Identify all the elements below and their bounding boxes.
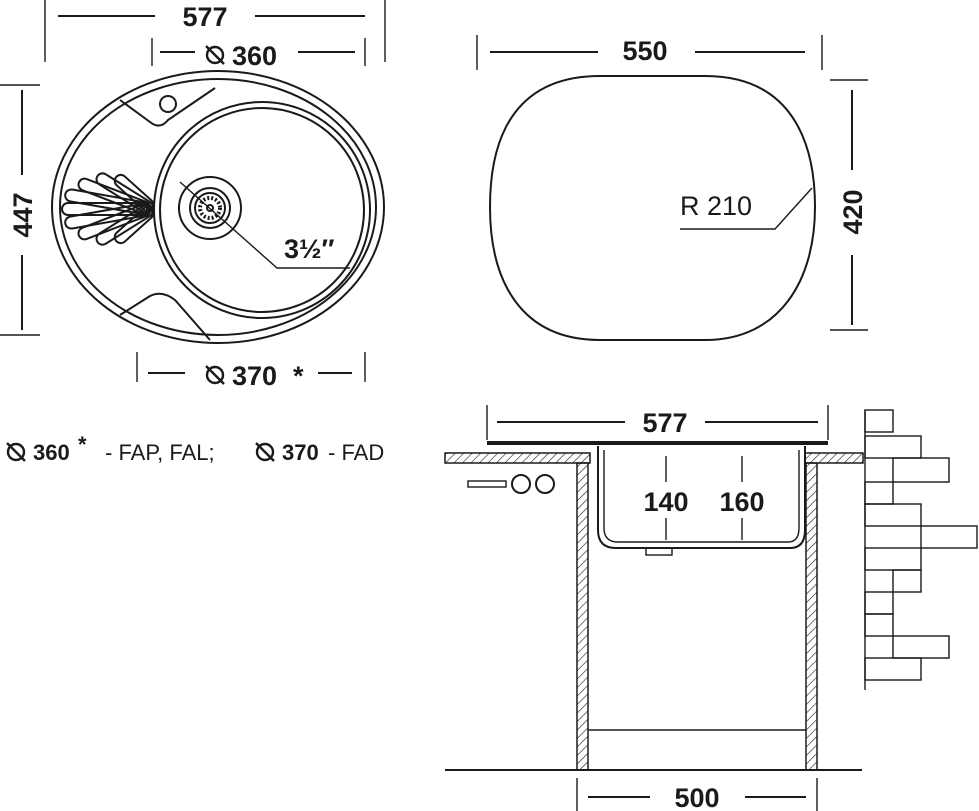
cabinet-wall-right — [805, 462, 818, 771]
side-width-label: 577 — [642, 408, 687, 438]
countertop — [444, 452, 591, 464]
bowl-diameter-dimension: 360 — [151, 38, 366, 71]
radius-label: R 210 — [680, 191, 752, 221]
diameter-icon — [204, 364, 226, 386]
bowl-diameter-label: 360 — [232, 41, 277, 71]
drain-icon — [178, 176, 242, 240]
note-d2-models: - FAD — [328, 440, 384, 465]
cabinet-wall-left — [576, 462, 589, 771]
diameter-icon — [204, 44, 226, 66]
drainboard-ribs — [61, 172, 155, 246]
height-dimension: 447 — [0, 84, 40, 336]
drain-size-label: 3½″ — [284, 234, 335, 264]
width-dimension: 577 — [44, 0, 386, 62]
socket-outlet-icon — [467, 474, 555, 494]
top-view: 577 360 447 — [0, 0, 386, 391]
outer-diameter-dimension: 370 * — [136, 352, 366, 391]
outer-diameter-label: 370 — [232, 361, 277, 391]
note-d1: 360 — [33, 440, 70, 465]
cutout-width-label: 550 — [622, 36, 667, 66]
width-label: 577 — [182, 2, 227, 32]
cutout-view: 550 R 210 420 — [476, 35, 868, 341]
sink-bowl-profile — [597, 446, 806, 549]
note-d1-models: - FAP, FAL; — [105, 440, 215, 465]
outer-diameter-mark: * — [293, 361, 304, 391]
depth-b-label: 160 — [719, 487, 764, 517]
brick-wall-icon — [864, 409, 978, 690]
tap-hole — [159, 95, 177, 113]
depth-a-label: 140 — [643, 487, 688, 517]
height-label: 447 — [8, 192, 38, 237]
model-note: 360 * - FAP, FAL; 370 - FAD — [5, 432, 384, 465]
note-d2: 370 — [282, 440, 319, 465]
cutout-outline — [488, 75, 817, 341]
cutout-height-label: 420 — [838, 189, 868, 234]
note-d1-mark: * — [78, 432, 87, 457]
cabinet-width-label: 500 — [674, 783, 719, 811]
side-view: 577 140 160 500 — [444, 405, 978, 811]
